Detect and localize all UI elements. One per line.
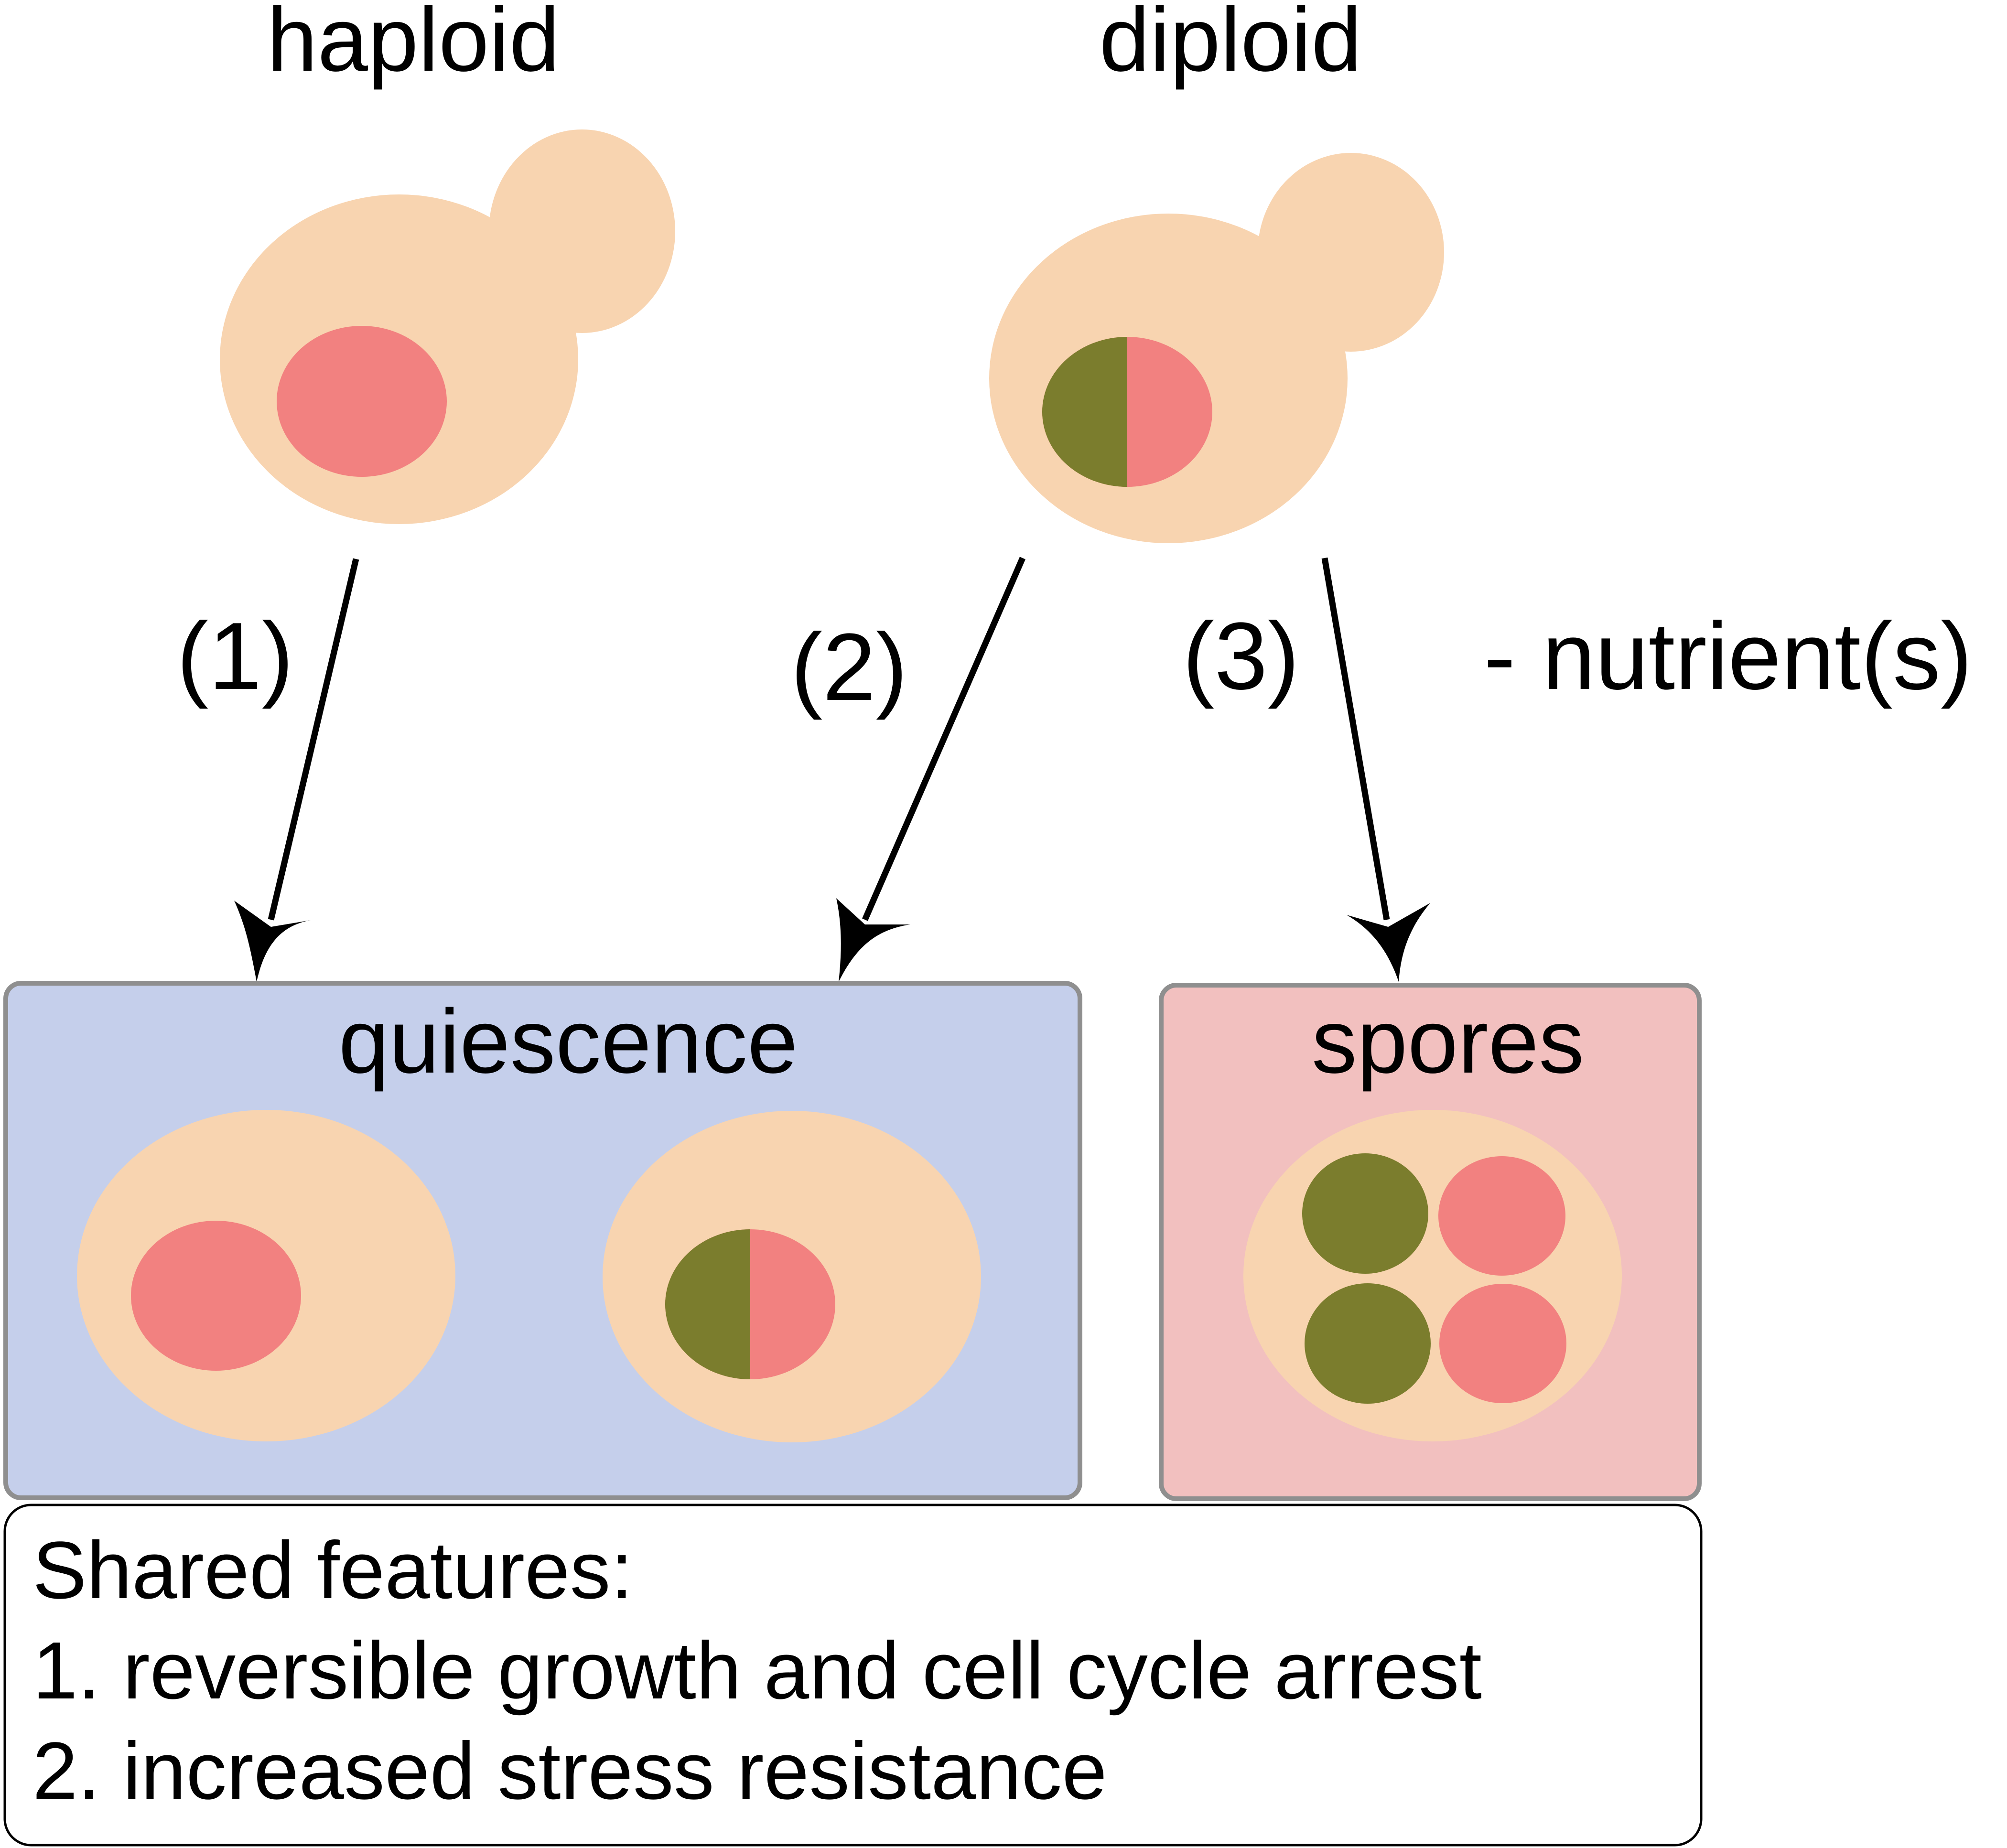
shared-feature-item-1: 1. reversible growth and cell cycle arre… bbox=[32, 1625, 1482, 1716]
spore-olive-2 bbox=[1305, 1283, 1431, 1404]
arrow-2 bbox=[836, 557, 1025, 982]
shared-features-box: Shared features: 1. reversible growth an… bbox=[3, 1504, 1703, 1847]
arrow-3 bbox=[1321, 557, 1430, 982]
quiescence-box: quiescence bbox=[3, 981, 1082, 1500]
step-1-label: (1) bbox=[177, 603, 293, 709]
diploid-cell bbox=[989, 153, 1444, 543]
haploid-cell bbox=[220, 129, 675, 524]
step-3-label: (3) bbox=[1183, 603, 1299, 709]
quiescence-title: quiescence bbox=[338, 991, 798, 1092]
spore-olive-1 bbox=[1302, 1153, 1428, 1274]
quiescent-diploid-cell bbox=[603, 1111, 981, 1442]
quiescent-haploid-cell bbox=[77, 1110, 455, 1441]
spore-pink-1 bbox=[1438, 1156, 1565, 1276]
spores-title: spores bbox=[1312, 991, 1584, 1092]
spore-pink-2 bbox=[1439, 1284, 1566, 1403]
shared-feature-item-2: 2. increased stress resistance bbox=[32, 1726, 1107, 1816]
nutrient-condition-label: - nutrient(s) bbox=[1484, 603, 1972, 709]
spores-box: spores bbox=[1159, 983, 1702, 1501]
quiescent-haploid-nucleus bbox=[131, 1221, 301, 1371]
diploid-label: diploid bbox=[1099, 0, 1361, 90]
ascus bbox=[1243, 1110, 1622, 1441]
haploid-label: haploid bbox=[267, 0, 560, 90]
shared-features-heading: Shared features: bbox=[32, 1525, 633, 1616]
step-2-label: (2) bbox=[791, 614, 907, 720]
haploid-nucleus bbox=[277, 326, 447, 477]
arrow-1 bbox=[234, 558, 359, 982]
